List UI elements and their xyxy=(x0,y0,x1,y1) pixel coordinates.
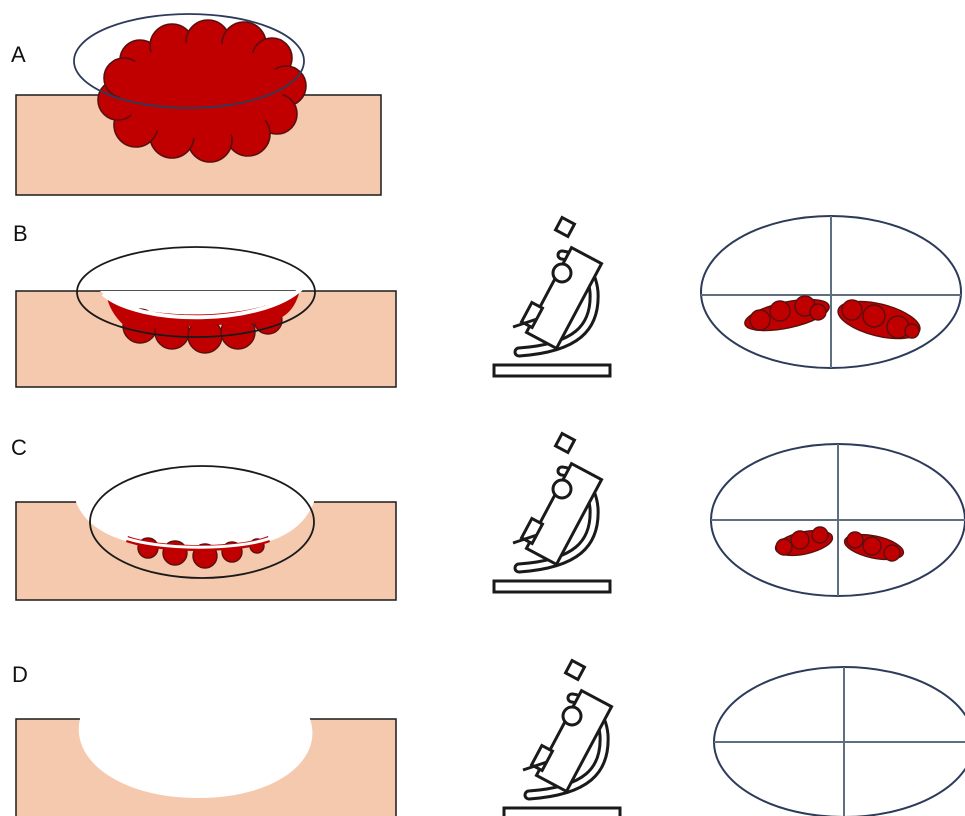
panel-c-field-of-view xyxy=(711,444,965,596)
microscope-icon xyxy=(504,661,620,816)
microscope-icon xyxy=(494,434,610,592)
panel-b-field-of-view xyxy=(701,216,961,368)
microscope-icon xyxy=(494,218,610,376)
panel-d-field-of-view xyxy=(714,667,965,816)
panel-d-skin-block xyxy=(16,715,396,816)
